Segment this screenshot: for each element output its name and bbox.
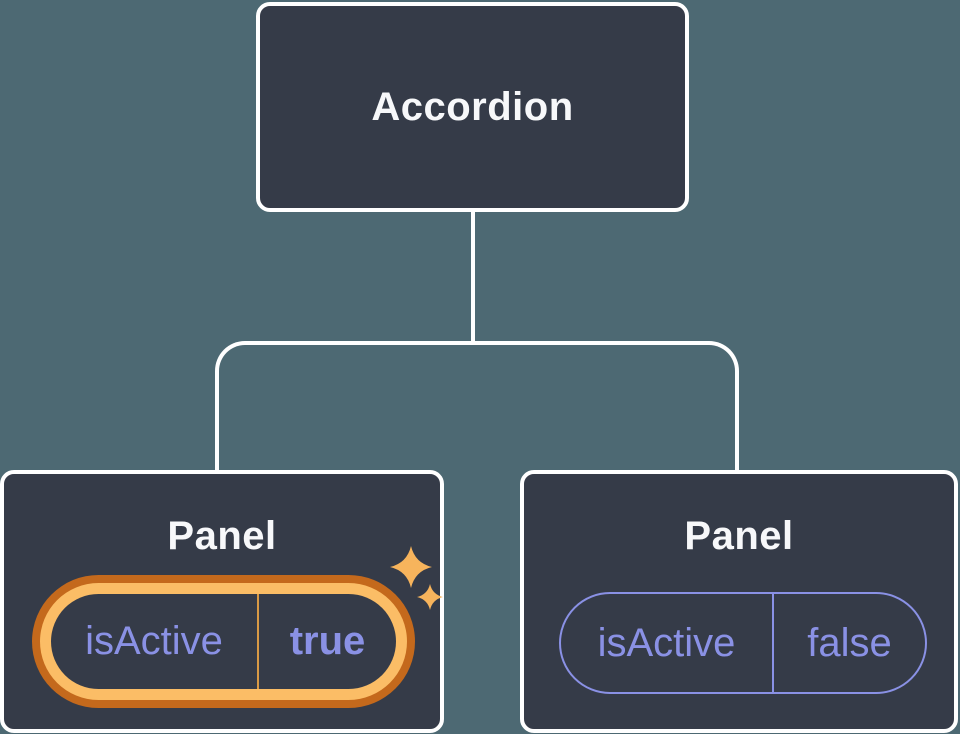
state-key-label: isActive: [85, 619, 223, 663]
panel-node-active: Panel isActive true: [0, 470, 444, 733]
state-pill-active: isActive true: [32, 575, 415, 708]
accordion-node: Accordion: [256, 2, 689, 212]
panel-title-inactive: Panel: [684, 514, 794, 558]
connector-bracket: [215, 341, 739, 473]
sparkles-icon: [390, 546, 443, 610]
pill-divider-orange: [257, 594, 259, 689]
state-key-label: isActive: [597, 620, 736, 665]
state-pill-core: isActive true: [51, 594, 396, 689]
panel-title-active: Panel: [167, 514, 277, 558]
state-pill-glow-ring: isActive true: [40, 583, 407, 700]
connector-trunk: [471, 209, 475, 345]
panel-node-inactive: Panel isActive false: [520, 470, 958, 733]
pill-divider-purple: [772, 594, 774, 692]
state-pill-inactive: isActive false: [559, 592, 927, 694]
state-value-label: false: [807, 620, 892, 665]
state-value-label: true: [289, 619, 366, 663]
accordion-label: Accordion: [371, 84, 574, 129]
